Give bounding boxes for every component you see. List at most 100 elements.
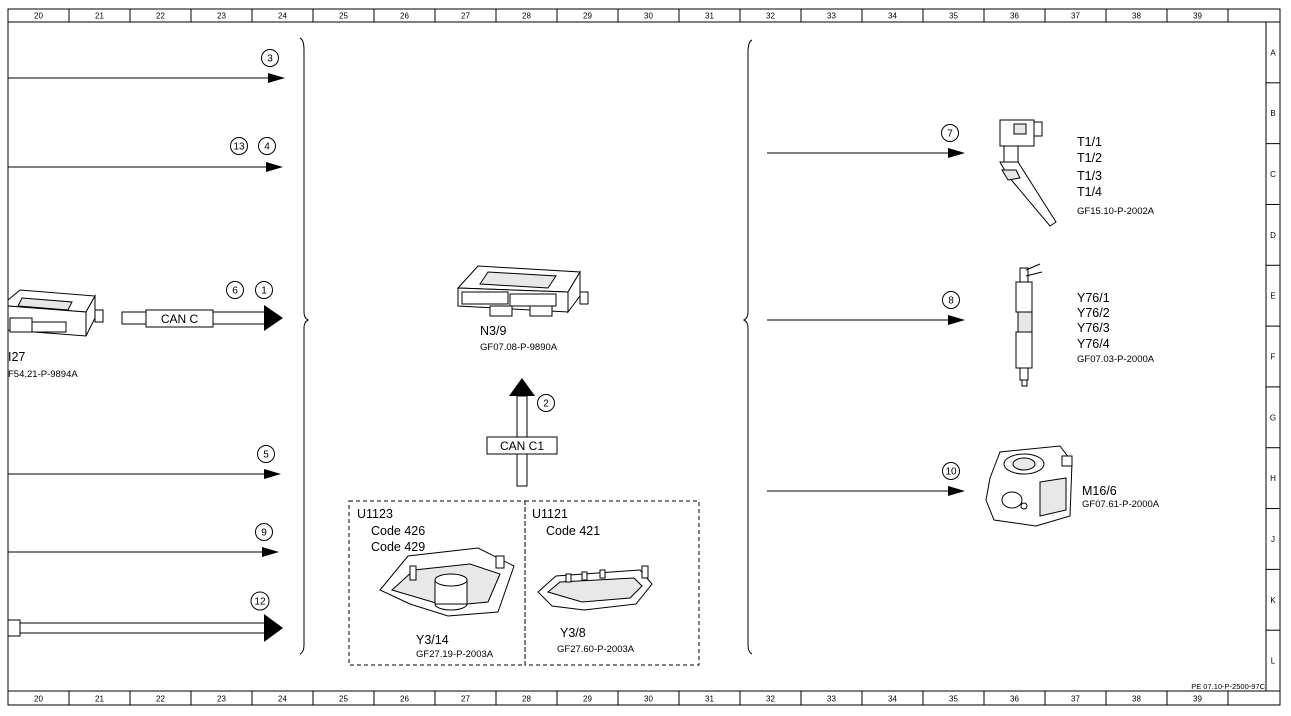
callout-circle: 2	[537, 394, 555, 412]
component-label: Y76/2	[1077, 306, 1110, 320]
callout-circle: 10	[942, 462, 960, 480]
component-label: Y76/1	[1077, 291, 1110, 305]
center-component-ref: GF07.08-P-9890A	[480, 342, 558, 353]
column-number: 27	[461, 12, 470, 21]
callout-number: 8	[948, 296, 954, 307]
left-brace	[299, 37, 310, 655]
component-label: T1/3	[1077, 169, 1102, 183]
callout-number: 7	[947, 129, 953, 140]
component-ref: GF07.61-P-2000A	[1082, 499, 1160, 510]
arrow-row-5: 5	[8, 445, 281, 479]
row-letter: E	[1270, 292, 1275, 301]
callout-number: 12	[254, 597, 266, 608]
column-number: 27	[461, 695, 470, 704]
sensor-t1-illustration	[999, 119, 1057, 227]
column-number: 32	[766, 12, 775, 21]
callout-number: 4	[264, 142, 270, 153]
column-number: 39	[1193, 12, 1202, 21]
component-label: M16/6	[1082, 484, 1117, 498]
column-number: 25	[339, 695, 348, 704]
column-number: 22	[156, 695, 165, 704]
valve-body-group-box-u1121	[524, 500, 700, 666]
component-label: T1/2	[1077, 151, 1102, 165]
arrow-row-1: 3	[8, 49, 285, 83]
callout-number: 5	[263, 450, 269, 461]
callout-number: 2	[543, 399, 549, 410]
column-number: 34	[888, 695, 897, 704]
row-letter: F	[1271, 353, 1276, 362]
callout-circle: 13	[230, 137, 248, 155]
callout-circle: 3	[261, 49, 279, 67]
center-component-label: N3/9	[480, 324, 506, 338]
column-number: 37	[1071, 695, 1080, 704]
column-number: 23	[217, 12, 226, 21]
component-label: Y76/4	[1077, 337, 1110, 351]
column-number: 20	[34, 695, 43, 704]
column-number: 23	[217, 695, 226, 704]
column-number: 36	[1010, 695, 1019, 704]
can-c1-label: CAN C1	[500, 439, 544, 453]
group-label-u1123: U1123	[357, 507, 393, 521]
column-number: 37	[1071, 12, 1080, 21]
column-number: 21	[95, 695, 104, 704]
actuator-m16-6-illustration	[985, 445, 1073, 527]
row-letter: J	[1271, 535, 1275, 544]
callout-number: 1	[261, 286, 267, 297]
row-letter: B	[1270, 109, 1275, 118]
row-letter: G	[1270, 413, 1276, 422]
group-label-u1121: U1121	[532, 507, 568, 521]
component-label: T1/1	[1077, 135, 1102, 149]
column-number: 28	[522, 695, 531, 704]
column-number: 25	[339, 12, 348, 21]
column-number: 33	[827, 695, 836, 704]
row-letter: H	[1270, 474, 1276, 483]
column-number: 28	[522, 12, 531, 21]
column-number: 24	[278, 12, 287, 21]
column-number: 38	[1132, 12, 1141, 21]
component-label: T1/4	[1077, 185, 1102, 199]
code-label: Code 426	[371, 524, 425, 538]
callout-circle: 4	[258, 137, 276, 155]
arrow-to-actuator-m16-6: 10	[767, 462, 965, 496]
code-label: Code 429	[371, 540, 425, 554]
callout-circle: 12	[250, 591, 270, 611]
column-number: 34	[888, 12, 897, 21]
column-number: 21	[95, 12, 104, 21]
component-label: Y76/3	[1077, 321, 1110, 335]
column-number: 30	[644, 695, 653, 704]
left-component-ref: F54.21-P-9894A	[8, 369, 78, 380]
row-letter: C	[1270, 170, 1276, 179]
valve-body-ref: GF27.19-P-2003A	[416, 649, 494, 660]
column-number: 32	[766, 695, 775, 704]
valve-body-label: Y3/8	[560, 626, 586, 640]
valve-body-y3-14-illustration	[379, 547, 515, 617]
can-c-label: CAN C	[161, 312, 199, 326]
column-number: 35	[949, 12, 958, 21]
row-letter: L	[1271, 657, 1276, 666]
arrow-row-7: 12	[7, 591, 283, 642]
column-number: 26	[400, 695, 409, 704]
component-ref: GF15.10-P-2002A	[1077, 206, 1155, 217]
column-number: 29	[583, 12, 592, 21]
component-ref: GF07.03-P-2000A	[1077, 354, 1155, 365]
document-id: PE 07.10-P-2500-97C	[1191, 682, 1265, 691]
arrow-row-2: 13 4	[8, 137, 283, 172]
column-number: 38	[1132, 695, 1141, 704]
can-c1-bus-arrow: CAN C1 2	[486, 378, 558, 487]
callout-circle: 9	[255, 523, 273, 541]
code-label: Code 421	[546, 524, 600, 538]
column-number: 29	[583, 695, 592, 704]
column-number: 39	[1193, 695, 1202, 704]
column-number: 35	[949, 695, 958, 704]
column-number: 20	[34, 12, 43, 21]
row-letter: A	[1270, 48, 1276, 57]
valve-body-label: Y3/14	[416, 633, 449, 647]
right-brace	[742, 39, 753, 655]
callout-number: 13	[233, 142, 245, 153]
callout-circle: 1	[255, 281, 273, 299]
left-component-label: I27	[8, 350, 25, 364]
column-number: 30	[644, 12, 653, 21]
